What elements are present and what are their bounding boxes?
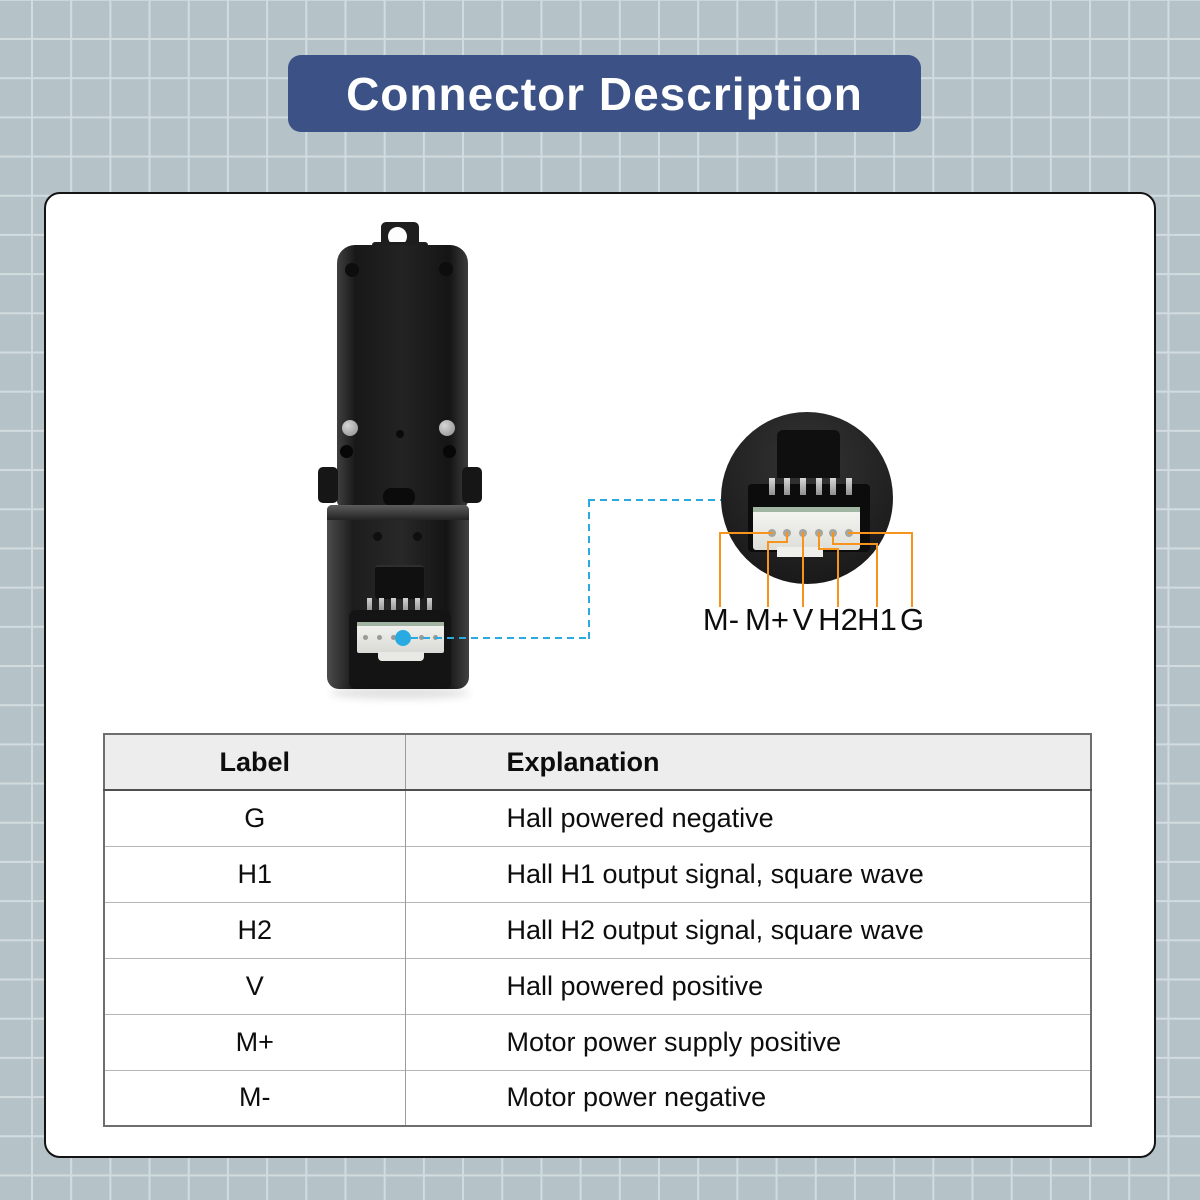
column-header-label: Label (104, 734, 406, 791)
pin-explanation-cell: Hall H2 output signal, square wave (405, 901, 1091, 958)
pin-explanation-cell: Hall powered positive (405, 957, 1091, 1014)
table-row: H2 Hall H2 output signal, square wave (104, 901, 1091, 958)
mounting-hole (388, 227, 407, 246)
callout-line-h1 (832, 532, 834, 545)
pin-label-m-plus: M+ (745, 602, 789, 637)
callout-line-h1 (832, 543, 878, 545)
pin-label-cell: G (104, 789, 406, 846)
title-banner: Connector Description (288, 55, 921, 132)
connector-latch (378, 652, 424, 661)
pcb-edge (357, 622, 444, 626)
inset-pin (769, 478, 775, 495)
connector-pin (415, 598, 420, 613)
vent-hole (413, 532, 422, 541)
leader-line-segment (411, 637, 589, 639)
callout-line-v (802, 532, 804, 607)
pin-hole (391, 635, 396, 640)
callout-line-m-minus (719, 532, 773, 534)
motor-shadow (330, 687, 470, 699)
pin-label-cell: H2 (104, 901, 406, 958)
pin-label-h1: H1 (857, 602, 897, 637)
screw-hole (443, 445, 456, 458)
connector-pin (367, 598, 372, 613)
inset-connector-latch (777, 547, 823, 557)
callout-line-g (911, 532, 913, 607)
pin-label-cell: H1 (104, 845, 406, 902)
pin-label-v: V (792, 602, 814, 637)
highlight-dot (395, 630, 411, 646)
table-row: V Hall powered positive (104, 957, 1091, 1014)
connector-pin (427, 598, 432, 613)
table-row: H1 Hall H1 output signal, square wave (104, 845, 1091, 902)
table-row: G Hall powered negative (104, 789, 1091, 846)
page-title: Connector Description (346, 67, 863, 120)
callout-line-g (848, 532, 913, 534)
side-tab (462, 467, 482, 503)
gearbox-notch (383, 488, 415, 506)
callout-line-h2 (818, 548, 839, 550)
inset-pin (830, 478, 836, 495)
vent-hole (373, 532, 382, 541)
table-row: M- Motor power negative (104, 1069, 1091, 1126)
leader-line-segment (588, 500, 590, 639)
callout-line-h1 (876, 543, 878, 607)
pin-table: Label Explanation G Hall powered negativ… (103, 733, 1092, 1127)
pin-hole (377, 635, 382, 640)
callout-line-h2 (818, 532, 820, 550)
callout-line-m-minus (719, 532, 721, 607)
side-tab (318, 467, 338, 503)
callout-line-m-plus (767, 541, 788, 543)
pin-explanation-cell: Motor power supply positive (405, 1013, 1091, 1070)
screw-silver (342, 420, 358, 436)
pin-label-cell: M- (104, 1069, 406, 1126)
connector-zoom-inset (721, 412, 893, 584)
screw-hole (340, 445, 353, 458)
connector-pin (403, 598, 408, 613)
gearbox-body (337, 245, 468, 507)
table-row: M+ Motor power supply positive (104, 1013, 1091, 1070)
column-header-explanation: Explanation (405, 734, 1091, 791)
callout-line-h2 (837, 548, 839, 607)
screw-dimple (439, 262, 453, 276)
inset-protrusion (777, 430, 840, 478)
screw-dimple (345, 263, 359, 277)
pin-hole (363, 635, 368, 640)
pin-label-h2: H2 (818, 602, 858, 637)
table-header-row: Label Explanation (104, 734, 1091, 791)
pin-label-g: G (899, 602, 925, 637)
leader-line-segment (588, 499, 721, 501)
inset-pcb-edge (753, 507, 860, 512)
callout-line-m-plus (767, 541, 769, 607)
pin-explanation-cell: Hall powered negative (405, 789, 1091, 846)
inset-pin (800, 478, 806, 495)
inset-pin (784, 478, 790, 495)
motor-photo (300, 215, 500, 710)
inset-pin (816, 478, 822, 495)
pin-label-cell: M+ (104, 1013, 406, 1070)
inset-pin (846, 478, 852, 495)
connector-pin (391, 598, 396, 613)
motor-cap-edge (327, 505, 469, 520)
pin-label-m-minus: M- (702, 602, 740, 637)
connector-pin (379, 598, 384, 613)
callout-line-m-plus (786, 532, 788, 543)
screw-silver (439, 420, 455, 436)
pin-label-cell: V (104, 957, 406, 1014)
pin-explanation-cell: Hall H1 output signal, square wave (405, 845, 1091, 902)
pin-explanation-cell: Motor power negative (405, 1069, 1091, 1126)
center-dimple (396, 430, 404, 438)
motor-protrusion (375, 565, 424, 599)
